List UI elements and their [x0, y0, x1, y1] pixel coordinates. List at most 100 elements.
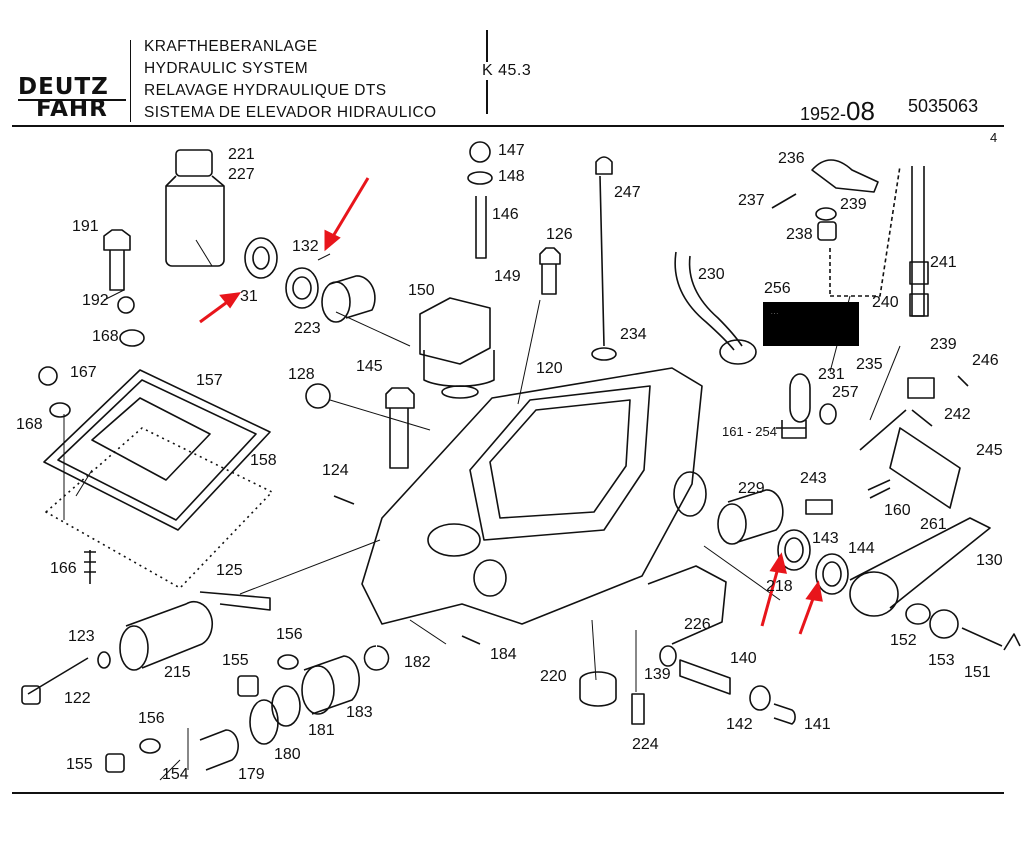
part-label: 126	[546, 226, 573, 243]
part-label: 240	[872, 294, 899, 311]
pin-224	[631, 693, 645, 725]
seal-257	[819, 403, 837, 425]
part-label: 168	[16, 416, 43, 433]
valve-140	[679, 659, 731, 695]
part-label: 239	[930, 336, 957, 353]
part-label: 157	[196, 372, 223, 389]
housing-port	[427, 523, 481, 557]
part-label: 31	[240, 288, 258, 305]
valve-161	[776, 420, 807, 439]
footer-rule	[12, 792, 1004, 794]
part-label: 227	[228, 166, 255, 183]
washer-168	[49, 402, 71, 418]
part-label: 155	[222, 652, 249, 669]
part-label: 236	[778, 150, 805, 167]
oil-pan-157	[43, 369, 271, 531]
logo-bar	[18, 99, 126, 101]
issue-year: 1952-	[800, 104, 847, 124]
pin-184	[461, 635, 481, 645]
part-label: 239	[840, 196, 867, 213]
part-label: 156	[276, 626, 303, 643]
part-label: 183	[346, 704, 373, 721]
part-label: 241	[930, 254, 957, 271]
washer-239	[815, 207, 837, 221]
valve-block-150	[419, 297, 491, 365]
washer-148	[467, 171, 493, 185]
part-label: 181	[308, 722, 335, 739]
part-label: 130	[976, 552, 1003, 569]
part-label: 123	[68, 628, 95, 645]
part-label: 179	[238, 766, 265, 783]
ball-182	[363, 645, 390, 671]
seal-139	[659, 645, 677, 667]
part-label: 257	[832, 384, 859, 401]
stud-166	[84, 550, 96, 584]
washer-153	[929, 609, 959, 639]
part-label: 234	[620, 326, 647, 343]
part-label: 235	[856, 356, 883, 373]
washer-168-top	[119, 329, 145, 347]
group-code: K 45.3	[480, 62, 534, 80]
piston-183	[303, 655, 360, 715]
part-label: 180	[274, 746, 301, 763]
plug-220	[579, 671, 617, 707]
bolt-191	[103, 229, 131, 291]
decal-text: ...	[771, 310, 780, 316]
issue-month: 08	[846, 96, 875, 126]
bushing-238	[817, 221, 837, 241]
oil-bottle	[165, 149, 225, 267]
part-label: 218	[766, 578, 793, 595]
part-number: 5035063	[908, 96, 979, 116]
seal-143	[777, 529, 811, 571]
red-arrow-group	[199, 177, 823, 635]
bolt-151	[961, 627, 1021, 651]
lift-arm-130	[849, 517, 991, 609]
washer-123	[97, 651, 111, 669]
part-label: 161 - 254	[722, 424, 777, 439]
part-label: 124	[322, 462, 349, 479]
pin-237	[771, 193, 797, 209]
page-mark: 4	[990, 130, 998, 145]
arm-240	[907, 377, 935, 399]
housing-120	[361, 367, 703, 625]
dipstick-247	[595, 156, 613, 347]
part-label: 247	[614, 184, 641, 201]
part-label: 221	[228, 146, 255, 163]
part-label: 160	[884, 502, 911, 519]
part-label: 153	[928, 652, 955, 669]
part-label: 132	[292, 238, 319, 255]
ring-180	[249, 699, 279, 745]
part-label: 150	[408, 282, 435, 299]
part-label: 166	[50, 560, 77, 577]
part-label: 154	[162, 766, 189, 783]
drawing-header: DEUTZ FAHR KRAFTHEBERANLAGE HYDRAULIC SY…	[0, 0, 1024, 128]
title-en: HYDRAULIC SYSTEM	[144, 60, 309, 77]
plug-155	[237, 675, 259, 697]
part-label: 256	[764, 280, 791, 297]
part-label: 125	[216, 562, 243, 579]
plug-141	[773, 703, 796, 725]
part-label: 229	[738, 480, 765, 497]
seal-31	[244, 237, 278, 279]
part-label: 151	[964, 664, 991, 681]
lever-125	[199, 591, 271, 611]
part-label: 152	[890, 632, 917, 649]
rod-122	[27, 657, 89, 695]
red-arrow-143	[760, 567, 780, 627]
screw-124	[333, 495, 355, 505]
part-label: 230	[698, 266, 725, 283]
part-label: 220	[540, 668, 567, 685]
plug-231	[789, 373, 811, 423]
part-label: 191	[72, 218, 99, 235]
bearing-132	[285, 267, 319, 309]
part-label: 143	[812, 530, 839, 547]
header-rule	[12, 125, 1004, 127]
part-label: 223	[294, 320, 321, 337]
part-label: 145	[356, 358, 383, 375]
part-label: 155	[66, 756, 93, 773]
title-es: SISTEMA DE ELEVADOR HIDRAULICO	[144, 104, 437, 121]
part-label: 224	[632, 736, 659, 753]
part-label: 168	[92, 328, 119, 345]
washer-156-lower	[139, 738, 161, 754]
seal-181	[271, 685, 301, 727]
